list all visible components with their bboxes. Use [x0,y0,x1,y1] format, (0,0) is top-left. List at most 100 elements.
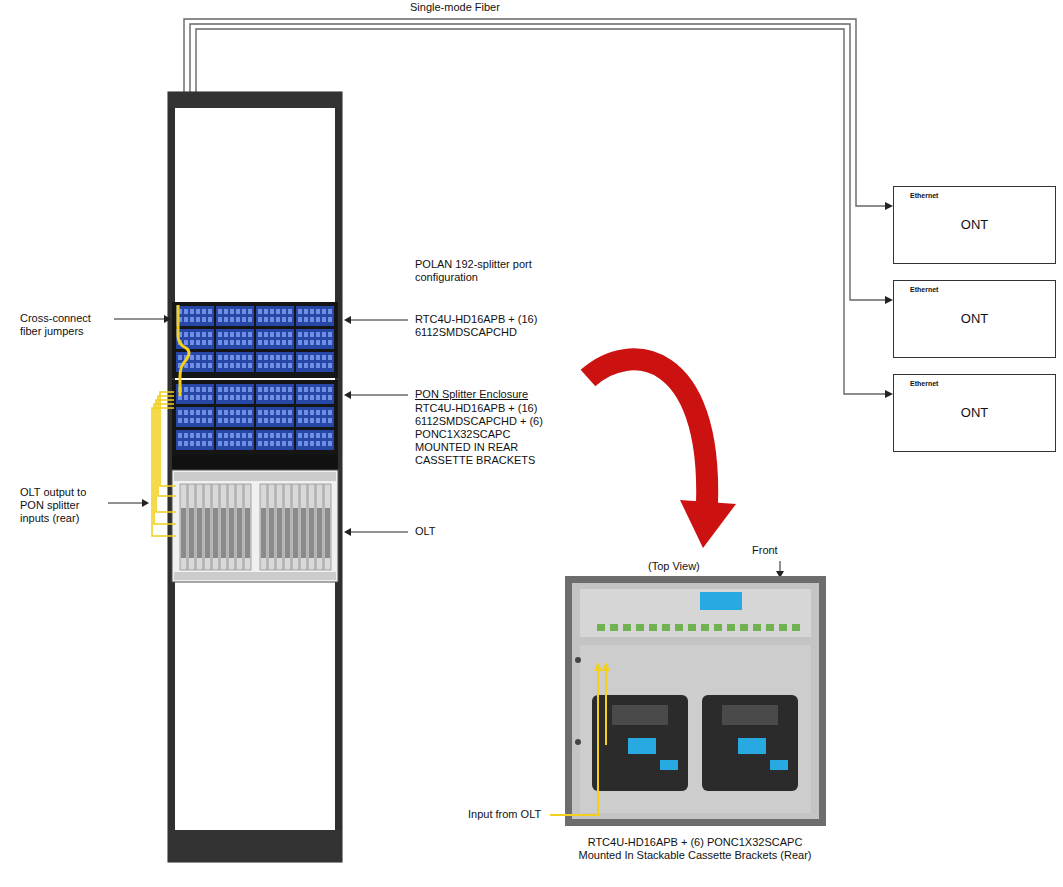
port-module [216,384,254,404]
adapter [675,624,683,631]
port [190,317,194,322]
port [236,355,240,360]
port [276,355,280,360]
port [304,317,308,322]
port [282,418,286,423]
port [276,340,280,345]
port [258,433,262,438]
port [304,340,308,345]
port [230,441,234,446]
port [328,363,332,368]
arrowhead [344,316,351,324]
card-ports [189,508,194,558]
port [288,317,292,322]
rack-bottom [168,830,342,862]
red-curved-arrow [588,359,736,548]
arrowhead [602,662,610,671]
adapter [779,624,787,631]
port [184,441,188,446]
port [236,340,240,345]
blank-panel [172,455,338,470]
port [208,355,212,360]
port [258,340,262,345]
port [178,355,182,360]
port [242,441,246,446]
port [248,441,252,446]
leader-line [108,503,143,504]
port-module [216,352,254,372]
port [236,441,240,446]
port [264,355,268,360]
port [218,355,222,360]
port [178,418,182,423]
port [310,340,314,345]
port [184,410,188,415]
port [184,418,188,423]
port [298,317,302,322]
cassette-label [738,738,766,754]
line-card [300,484,307,570]
card-ports [309,508,314,558]
port [202,410,206,415]
port [316,317,320,322]
splitter-cassette [702,695,798,791]
port [310,441,314,446]
port [230,309,234,314]
port [218,363,222,368]
card-ports [325,508,330,558]
arrowhead [594,662,602,671]
callout-label: Cross-connect fiber jumpers [20,312,112,338]
port [190,441,194,446]
port [270,395,274,400]
port [310,317,314,322]
line-card [316,484,323,570]
port [276,395,280,400]
port [316,363,320,368]
port [178,441,182,446]
port [282,340,286,345]
cassette-bracket [612,705,668,725]
port [264,387,268,392]
arrowhead [885,296,893,304]
port [224,355,228,360]
port [310,355,314,360]
callout-label: Single-mode Fiber [410,1,530,14]
port [242,309,246,314]
port [328,340,332,345]
port [258,418,262,423]
port [264,433,268,438]
port [328,355,332,360]
port [282,441,286,446]
port [248,418,252,423]
port [264,309,268,314]
port [218,418,222,423]
line-card [284,484,291,570]
port [322,340,326,345]
card-ports [261,508,266,558]
port [282,387,286,392]
port [328,433,332,438]
port [236,433,240,438]
line-card [276,484,283,570]
port-module [296,430,334,450]
rack-frame [168,92,342,862]
port [298,340,302,345]
line-card [188,484,195,570]
fiber-arrowheads [885,202,893,398]
callout-label: (Top View) [648,560,728,573]
port [270,433,274,438]
port [328,387,332,392]
port [316,387,320,392]
port [304,309,308,314]
port [310,387,314,392]
splitter-panel [172,302,338,378]
port [208,418,212,423]
adapter [714,624,722,631]
jumper [158,396,176,496]
port [258,317,262,322]
port [208,309,212,314]
leader-arrowheads [142,315,784,578]
port [208,395,212,400]
port [328,418,332,423]
card-ports [277,508,282,558]
